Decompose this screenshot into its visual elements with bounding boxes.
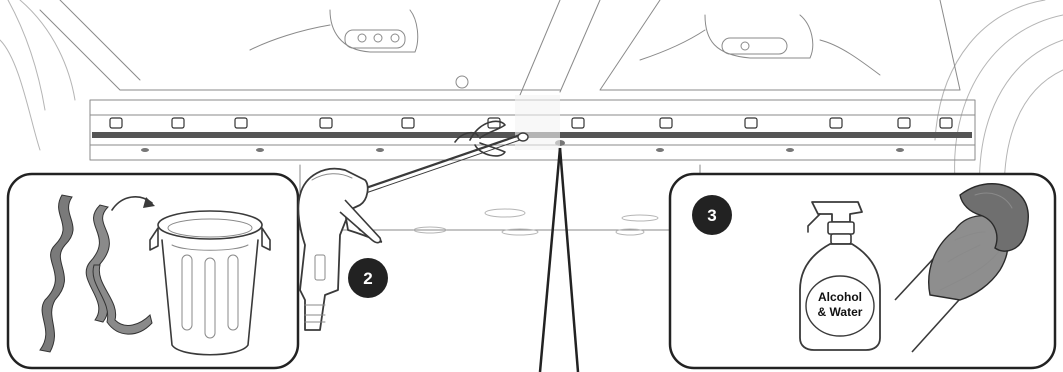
pointer-line-icon — [540, 148, 578, 372]
step-3-number: 3 — [707, 206, 716, 225]
step-2-number: 2 — [363, 269, 372, 288]
air-blow-gun-icon: 2 — [298, 121, 528, 330]
bottle-label-line2: & Water — [818, 305, 863, 319]
discard-backing-panel — [8, 174, 298, 368]
bottle-label-line1: Alcohol — [818, 290, 862, 304]
clean-surface-panel: 3 Alcohol & Water — [670, 174, 1055, 368]
